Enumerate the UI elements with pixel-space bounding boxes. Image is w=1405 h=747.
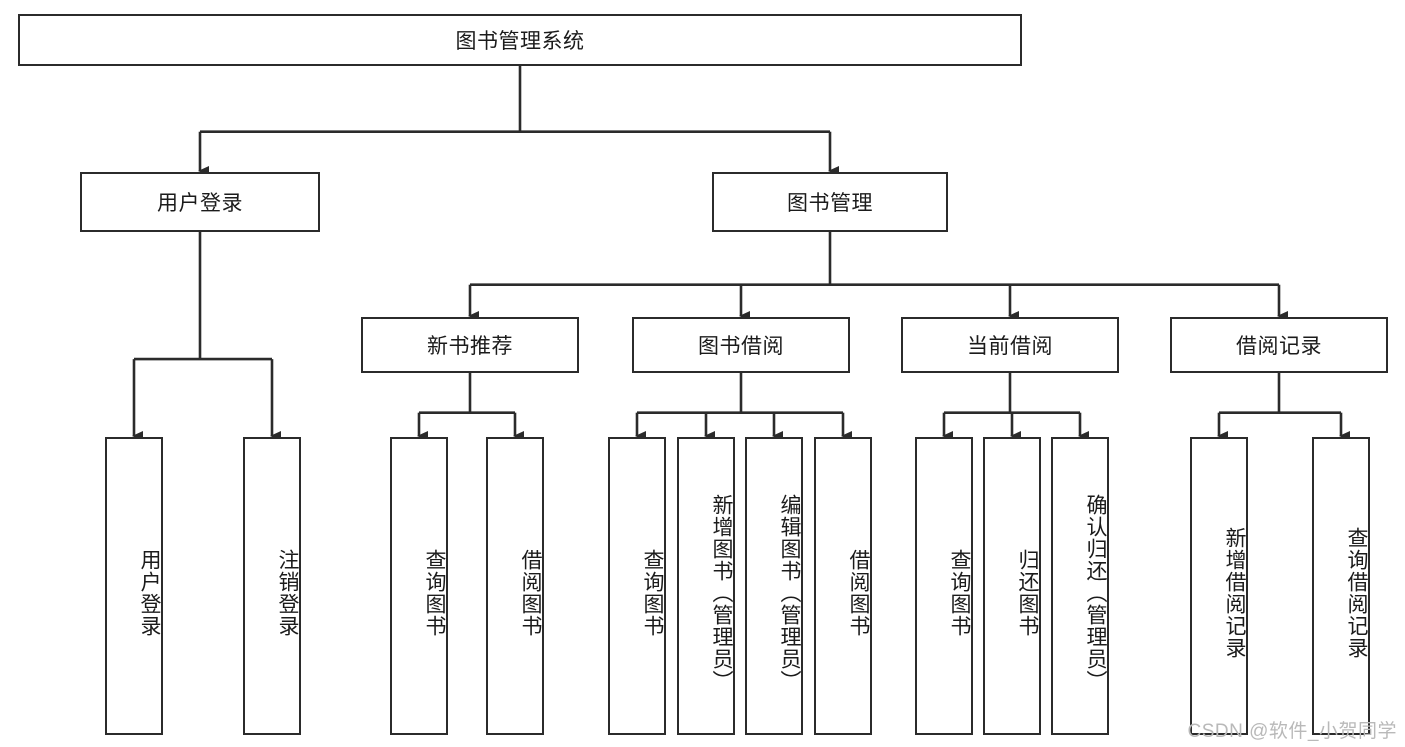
- node-label: 图书借阅: [698, 335, 784, 358]
- node-leaf-borrow-add-book[interactable]: 新增图书（管理员）: [677, 437, 735, 735]
- node-label: 用户登录: [157, 192, 243, 215]
- node-leaf-current-return[interactable]: 归还图书: [983, 437, 1041, 735]
- node-new-book-recommendation[interactable]: 新书推荐: [361, 317, 579, 373]
- node-label: 查询借阅记录: [1345, 527, 1368, 659]
- node-leaf-current-query[interactable]: 查询图书: [915, 437, 973, 735]
- node-label: 编辑图书（管理员）: [778, 494, 801, 692]
- node-label: 确认归还（管理员）: [1084, 494, 1107, 692]
- node-leaf-newbook-query[interactable]: 查询图书: [390, 437, 448, 735]
- node-label: 借阅图书: [519, 549, 542, 637]
- node-label: 图书管理系统: [455, 30, 585, 53]
- node-label: 新增借阅记录: [1223, 527, 1246, 659]
- node-leaf-record-query[interactable]: 查询借阅记录: [1312, 437, 1370, 735]
- node-label: 新书推荐: [427, 335, 513, 358]
- node-label: 借阅记录: [1236, 335, 1322, 358]
- node-leaf-borrow-edit-book[interactable]: 编辑图书（管理员）: [745, 437, 803, 735]
- node-leaf-borrow-book[interactable]: 借阅图书: [814, 437, 872, 735]
- node-leaf-borrow-query[interactable]: 查询图书: [608, 437, 666, 735]
- node-leaf-current-confirm-return[interactable]: 确认归还（管理员）: [1051, 437, 1109, 735]
- node-label: 借阅图书: [847, 549, 870, 637]
- node-leaf-user-logout[interactable]: 注销登录: [243, 437, 301, 735]
- node-root[interactable]: 图书管理系统: [18, 14, 1022, 66]
- node-label: 查询图书: [423, 549, 446, 637]
- node-leaf-user-login[interactable]: 用户登录: [105, 437, 163, 735]
- node-label: 用户登录: [138, 549, 161, 637]
- node-leaf-record-add[interactable]: 新增借阅记录: [1190, 437, 1248, 735]
- node-label: 查询图书: [641, 549, 664, 637]
- node-label: 查询图书: [948, 549, 971, 637]
- node-label: 归还图书: [1016, 549, 1039, 637]
- node-label: 注销登录: [276, 549, 299, 637]
- node-label: 新增图书（管理员）: [710, 494, 733, 692]
- node-current-borrowing[interactable]: 当前借阅: [901, 317, 1119, 373]
- node-leaf-newbook-borrow[interactable]: 借阅图书: [486, 437, 544, 735]
- node-label: 当前借阅: [967, 335, 1053, 358]
- node-user-login-module[interactable]: 用户登录: [80, 172, 320, 232]
- node-book-borrowing[interactable]: 图书借阅: [632, 317, 850, 373]
- node-book-management-module[interactable]: 图书管理: [712, 172, 948, 232]
- node-borrowing-records[interactable]: 借阅记录: [1170, 317, 1388, 373]
- watermark: CSDN @软件_小贺同学: [1187, 721, 1397, 742]
- node-label: 图书管理: [787, 192, 873, 215]
